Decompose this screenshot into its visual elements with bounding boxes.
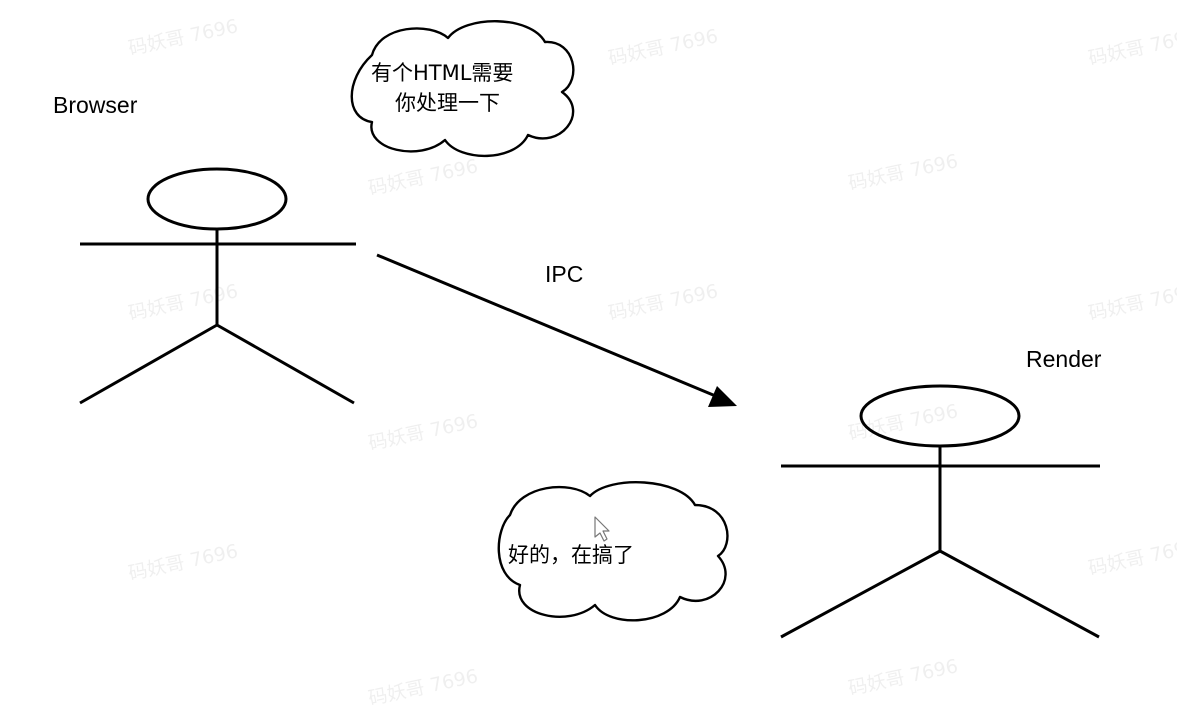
render-actor[interactable]: Render bbox=[780, 346, 1102, 639]
watermark: 码妖哥 7696 bbox=[126, 15, 240, 60]
watermark: 码妖哥 7696 bbox=[366, 155, 480, 200]
browser-left-leg bbox=[79, 323, 218, 405]
watermark: 码妖哥 7696 bbox=[606, 25, 720, 70]
arrowhead-icon bbox=[708, 386, 737, 407]
render-label: Render bbox=[1026, 346, 1102, 372]
render-left-leg bbox=[780, 549, 941, 639]
watermark: 码妖哥 7696 bbox=[846, 655, 960, 700]
watermark: 码妖哥 7696 bbox=[366, 410, 480, 455]
request-line-1: 有个HTML需要 bbox=[371, 61, 513, 85]
speech-cloud-icon bbox=[350, 20, 575, 158]
watermark: 码妖哥 7696 bbox=[126, 540, 240, 585]
render-right-leg bbox=[939, 549, 1100, 639]
reply-bubble: 好的，在搞了 bbox=[497, 481, 729, 622]
watermark: 码妖哥 7696 bbox=[846, 150, 960, 195]
watermark: 码妖哥 7696 bbox=[366, 665, 480, 710]
watermark: 码妖哥 7696 bbox=[1086, 280, 1177, 325]
browser-actor[interactable]: Browser bbox=[53, 92, 356, 405]
watermark: 码妖哥 7696 bbox=[126, 280, 240, 325]
reply-line-1: 好的，在搞了 bbox=[508, 543, 634, 567]
watermark: 码妖哥 7696 bbox=[1086, 25, 1177, 70]
ipc-arrow-line bbox=[376, 253, 719, 399]
ipc-label: IPC bbox=[545, 261, 583, 287]
watermark: 码妖哥 7696 bbox=[1086, 535, 1177, 580]
request-bubble: 有个HTML需要 你处理一下 bbox=[350, 20, 575, 158]
mouse-cursor-icon bbox=[594, 516, 610, 542]
speech-cloud-icon bbox=[497, 481, 729, 622]
request-line-2: 你处理一下 bbox=[395, 91, 500, 115]
browser-head bbox=[146, 167, 288, 231]
ipc-message[interactable]: IPC bbox=[376, 253, 737, 407]
browser-right-leg bbox=[216, 323, 355, 405]
watermark: 码妖哥 7696 bbox=[606, 280, 720, 325]
browser-label: Browser bbox=[53, 92, 138, 118]
